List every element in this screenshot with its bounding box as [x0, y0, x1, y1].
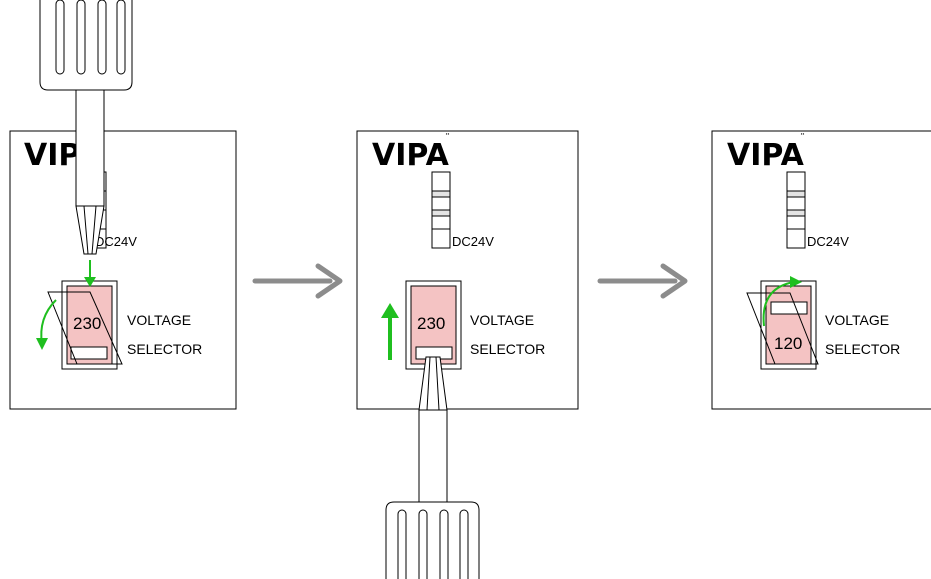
led-column: [431, 171, 451, 249]
selector-label: SELECTOR: [470, 341, 545, 357]
selector-value: 120: [774, 334, 802, 353]
led-column: [786, 171, 806, 249]
step-arrow-icon: [597, 263, 688, 299]
module-panel-1: VIPA DC24V 230 VOLTAGE SELECTOR: [9, 0, 237, 410]
vipa-logo-dots: ¨: [800, 132, 805, 144]
module-panel-3: VIPA ¨ DC24V 120 VOLTAGE SELECTOR: [711, 130, 931, 410]
selector-label: SELECTOR: [825, 341, 900, 357]
dc24v-label: DC24V: [95, 234, 137, 249]
push-arrow-icon: [84, 260, 96, 287]
push-arrow-icon: [381, 303, 399, 360]
selector-value: 230: [417, 314, 445, 333]
module-panel-2: VIPA ¨ DC24V 230 VOLTAGE SELECTOR: [356, 130, 579, 579]
voltage-switch[interactable]: 230: [47, 280, 123, 370]
selector-label: SELECTOR: [127, 341, 202, 357]
voltage-label: VOLTAGE: [127, 312, 191, 328]
vipa-logo-dots: ¨: [445, 132, 450, 144]
voltage-label: VOLTAGE: [470, 312, 534, 328]
screwdriver-icon: [385, 356, 480, 579]
rotate-arrow-icon: [36, 299, 57, 350]
dc24v-label: DC24V: [807, 234, 849, 249]
rotate-arrow-icon: [762, 276, 802, 327]
vipa-logo: VIPA: [372, 138, 450, 173]
voltage-switch[interactable]: 230: [405, 280, 462, 370]
vipa-logo: VIPA: [727, 138, 805, 173]
selector-value: 230: [73, 314, 101, 333]
voltage-label: VOLTAGE: [825, 312, 889, 328]
screwdriver-icon: [39, 0, 133, 255]
dc24v-label: DC24V: [452, 234, 494, 249]
step-arrow-icon: [252, 263, 343, 299]
